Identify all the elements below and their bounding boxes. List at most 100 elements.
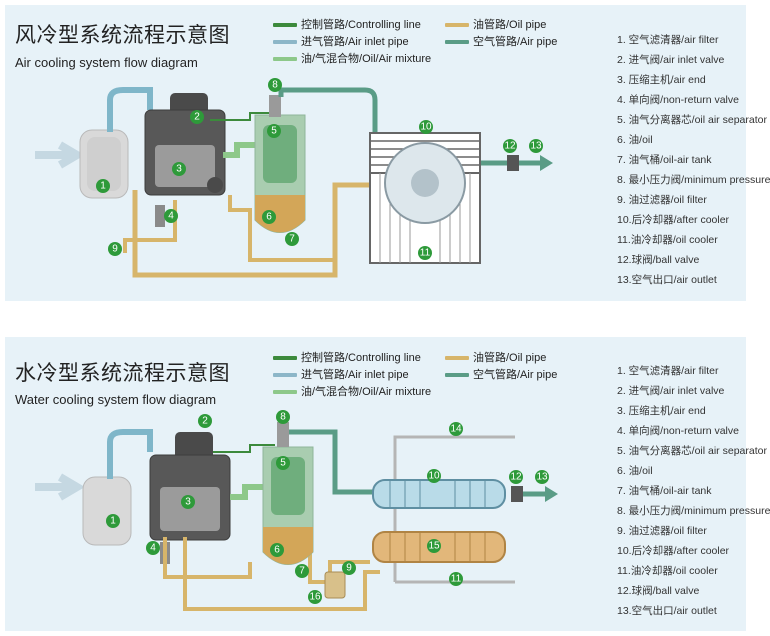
badge-11: 11 bbox=[449, 572, 463, 586]
part-item: 13.空气出口/air outlet bbox=[617, 274, 717, 286]
part-item: 8. 最小压力阀/minimum pressure bbox=[617, 505, 770, 517]
svg-text:3: 3 bbox=[176, 164, 182, 175]
water-cooling-diagram: 1 2 3 4 5 6 7 8 9 10 11 12 13 14 15 16 bbox=[35, 410, 558, 611]
air-cooling-panel: 风冷型系统流程示意图 Air cooling system flow diagr… bbox=[5, 5, 770, 301]
badge-14: 14 bbox=[449, 422, 463, 436]
svg-text:11: 11 bbox=[451, 574, 462, 585]
oil-pipe bbox=[132, 182, 375, 278]
legend-air-inlet: 进气管路/Air inlet pipe bbox=[273, 33, 409, 49]
part-item: 6. 油/oil bbox=[617, 134, 653, 146]
svg-text:12: 12 bbox=[504, 141, 516, 152]
badge-10: 10 bbox=[427, 469, 441, 483]
svg-text:3: 3 bbox=[185, 497, 191, 508]
svg-text:1: 1 bbox=[100, 181, 106, 192]
min-pressure-valve bbox=[269, 95, 281, 117]
badge-9: 9 bbox=[108, 242, 122, 256]
badge-2: 2 bbox=[190, 110, 204, 124]
badge-13: 13 bbox=[535, 470, 549, 484]
badge-12: 12 bbox=[503, 139, 517, 153]
outlet-arrow bbox=[545, 486, 558, 502]
badge-7: 7 bbox=[295, 564, 309, 578]
part-item: 11.油冷却器/oil cooler bbox=[617, 234, 718, 246]
part-item: 13.空气出口/air outlet bbox=[617, 605, 717, 617]
oil-pipe bbox=[163, 537, 252, 579]
badge-3: 3 bbox=[172, 162, 186, 176]
outlet-arrow bbox=[540, 155, 553, 171]
legend-oil: 油管路/Oil pipe bbox=[445, 16, 546, 32]
badge-10: 10 bbox=[419, 120, 433, 134]
badge-4: 4 bbox=[164, 209, 178, 223]
svg-text:10: 10 bbox=[428, 471, 440, 482]
part-item: 2. 进气阀/air inlet valve bbox=[617, 54, 725, 66]
badge-6: 6 bbox=[270, 543, 284, 557]
air-cooling-title-cn: 风冷型系统流程示意图 bbox=[15, 23, 230, 47]
svg-text:4: 4 bbox=[150, 543, 156, 554]
legend-air-inlet: 进气管路/Air inlet pipe bbox=[273, 366, 409, 382]
badge-16: 16 bbox=[308, 590, 322, 604]
svg-text:9: 9 bbox=[112, 244, 118, 255]
part-item: 6. 油/oil bbox=[617, 465, 653, 477]
badge-8: 8 bbox=[268, 78, 282, 92]
svg-text:1: 1 bbox=[110, 516, 116, 527]
svg-text:9: 9 bbox=[346, 563, 352, 574]
air-inflow-arrow bbox=[35, 141, 85, 169]
non-return-valve bbox=[155, 205, 165, 227]
badge-5: 5 bbox=[267, 124, 281, 138]
air-cooling-diagram: 1 2 3 4 5 6 7 8 9 10 11 12 13 bbox=[35, 78, 553, 278]
min-pressure-valve bbox=[277, 422, 289, 447]
svg-text:4: 4 bbox=[168, 211, 174, 222]
water-cooling-title-cn: 水冷型系统流程示意图 bbox=[15, 361, 230, 385]
svg-text:6: 6 bbox=[274, 545, 280, 556]
part-item: 3. 压缩主机/air end bbox=[617, 74, 706, 86]
part-item: 11.油冷却器/oil cooler bbox=[617, 565, 718, 577]
ball-valve bbox=[507, 155, 519, 171]
mixture-pipe bbox=[230, 484, 263, 500]
svg-text:11: 11 bbox=[420, 248, 431, 259]
svg-text:2: 2 bbox=[202, 416, 208, 427]
control-line bbox=[210, 112, 270, 121]
part-item: 1. 空气滤清器/air filter bbox=[617, 365, 719, 377]
part-item: 4. 单向阀/non-return valve bbox=[617, 425, 739, 437]
separator-element bbox=[271, 457, 305, 515]
badge-1: 1 bbox=[106, 514, 120, 528]
part-item: 1. 空气滤清器/air filter bbox=[617, 34, 719, 46]
air-inlet-pipe bbox=[107, 429, 153, 479]
svg-text:2: 2 bbox=[194, 112, 200, 123]
legend-mixture: 油/气混合物/Oil/Air mixture bbox=[273, 383, 431, 399]
badge-8: 8 bbox=[276, 410, 290, 424]
air-inlet-pipe bbox=[107, 87, 153, 132]
water-cooling-parts-list: 1. 空气滤清器/air filter 2. 进气阀/air inlet val… bbox=[617, 361, 770, 621]
part-item: 9. 油过滤器/oil filter bbox=[617, 194, 707, 206]
svg-text:5: 5 bbox=[280, 458, 286, 469]
part-item: 10.后冷却器/after cooler bbox=[617, 214, 730, 226]
water-cooling-title-en: Water cooling system flow diagram bbox=[15, 392, 217, 407]
part-item: 5. 油气分离器芯/oil air separator bbox=[617, 114, 767, 126]
part-item: 8. 最小压力阀/minimum pressure bbox=[617, 174, 770, 186]
part-item: 7. 油气桶/oil-air tank bbox=[617, 154, 712, 166]
svg-text:7: 7 bbox=[289, 234, 295, 245]
control-line bbox=[213, 444, 275, 453]
part-item: 7. 油气桶/oil-air tank bbox=[617, 485, 712, 497]
badge-1: 1 bbox=[96, 179, 110, 193]
air-pipe bbox=[278, 87, 378, 140]
legend-controlling: 控制管路/Controlling line bbox=[273, 16, 421, 32]
air-cooling-parts-list: 1. 空气滤清器/air filter 2. 进气阀/air inlet val… bbox=[617, 30, 770, 290]
badge-13: 13 bbox=[529, 139, 543, 153]
badge-15: 15 bbox=[427, 539, 441, 553]
legend-air: 空气管路/Air pipe bbox=[445, 33, 557, 49]
svg-text:13: 13 bbox=[530, 141, 542, 152]
svg-text:15: 15 bbox=[428, 541, 440, 552]
part-item: 3. 压缩主机/air end bbox=[617, 405, 706, 417]
svg-text:7: 7 bbox=[299, 566, 305, 577]
badge-6: 6 bbox=[262, 210, 276, 224]
svg-text:8: 8 bbox=[272, 80, 278, 91]
badge-9: 9 bbox=[342, 561, 356, 575]
badge-5: 5 bbox=[276, 456, 290, 470]
svg-text:8: 8 bbox=[280, 412, 286, 423]
svg-text:16: 16 bbox=[309, 592, 321, 603]
separator-element bbox=[263, 125, 297, 183]
badge-7: 7 bbox=[285, 232, 299, 246]
legend-oil: 油管路/Oil pipe bbox=[445, 349, 546, 365]
air-inflow-arrow bbox=[35, 473, 85, 501]
part-item: 10.后冷却器/after cooler bbox=[617, 545, 730, 557]
